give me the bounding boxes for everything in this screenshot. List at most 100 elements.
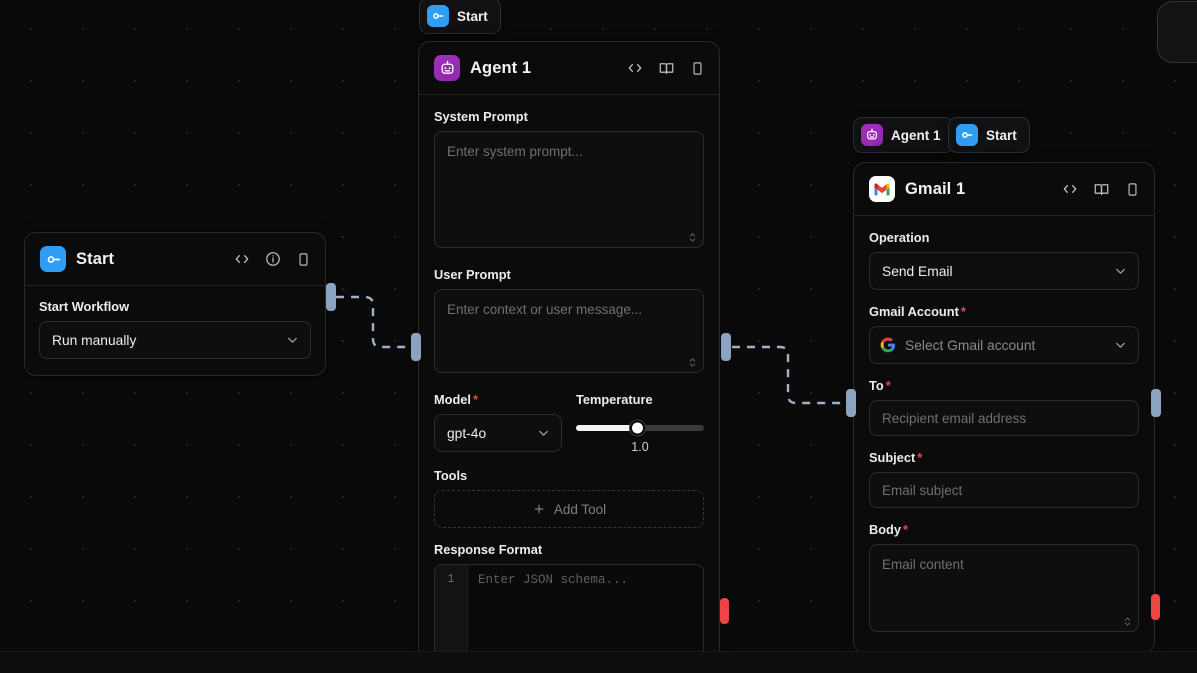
to-label-text: To <box>869 378 884 393</box>
book-icon[interactable] <box>1093 181 1110 198</box>
subject-input[interactable] <box>869 472 1139 508</box>
field-to: To* <box>869 378 1139 436</box>
badge-agent-1[interactable]: Agent 1 <box>853 117 954 153</box>
badge-start-top[interactable]: Start <box>419 0 501 34</box>
temperature-slider[interactable]: 1.0 <box>576 414 704 454</box>
slider-track[interactable] <box>576 420 704 436</box>
node-gmail-title: Gmail 1 <box>905 179 966 198</box>
edge-agent-to-gmail <box>732 345 848 405</box>
node-start[interactable]: Start <box>24 232 326 376</box>
field-model: Model* gpt-4o <box>434 392 562 454</box>
add-tool-button[interactable]: Add Tool <box>434 490 704 528</box>
node-gmail-actions <box>1062 181 1140 198</box>
body-label: Body* <box>869 522 1139 537</box>
node-agent-title: Agent 1 <box>470 58 532 77</box>
gmail-account-label: Gmail Account* <box>869 304 1139 319</box>
required-asterisk: * <box>885 378 891 393</box>
node-gmail[interactable]: Gmail 1 <box>853 162 1155 654</box>
code-brackets-icon[interactable] <box>627 60 643 76</box>
subject-label-text: Subject <box>869 450 916 465</box>
operation-label: Operation <box>869 230 930 245</box>
edge-start-to-agent <box>336 295 411 349</box>
handle-gmail-output[interactable] <box>1151 389 1161 417</box>
code-line-number: 1 <box>435 565 468 660</box>
required-asterisk: * <box>903 522 908 537</box>
badge-start-gmail[interactable]: Start <box>948 117 1030 153</box>
code-placeholder[interactable]: Enter JSON schema... <box>478 573 629 587</box>
canvas-bottom-bar <box>0 651 1197 673</box>
info-circle-icon[interactable] <box>265 251 281 267</box>
field-tools: Tools Add Tool <box>434 468 704 528</box>
plus-icon <box>532 502 546 516</box>
temperature-label: Temperature <box>576 392 653 407</box>
start-key-icon <box>40 246 66 272</box>
response-format-label: Response Format <box>434 542 543 557</box>
field-operation: Operation Send Email <box>869 230 1139 290</box>
start-workflow-value: Run manually <box>52 332 137 348</box>
panel-icon[interactable] <box>1125 182 1140 197</box>
model-label-text: Model <box>434 392 471 407</box>
badge-start-gmail-label: Start <box>986 127 1017 143</box>
gmail-account-select[interactable]: Select Gmail account <box>869 326 1139 364</box>
to-input[interactable] <box>869 400 1139 436</box>
side-panel-peek[interactable] <box>1157 1 1197 63</box>
required-asterisk: * <box>960 304 966 319</box>
node-start-title: Start <box>76 249 115 268</box>
chevron-down-icon <box>1113 264 1128 279</box>
system-prompt-input[interactable] <box>434 131 704 248</box>
start-workflow-select[interactable]: Run manually <box>39 321 311 359</box>
chevron-down-icon <box>536 426 551 441</box>
field-start-workflow: Start Workflow Run manually <box>39 299 311 359</box>
book-icon[interactable] <box>658 60 675 77</box>
body-label-text: Body <box>869 522 901 537</box>
field-user-prompt: User Prompt <box>434 267 704 378</box>
subject-label: Subject* <box>869 450 1139 465</box>
tools-label: Tools <box>434 468 468 483</box>
chevron-down-icon <box>285 333 300 348</box>
panel-icon[interactable] <box>296 252 311 267</box>
node-agent[interactable]: Agent 1 <box>418 41 720 673</box>
node-gmail-header: Gmail 1 <box>854 163 1154 216</box>
start-key-icon <box>956 124 978 146</box>
handle-start-output[interactable] <box>326 283 336 311</box>
user-prompt-input[interactable] <box>434 289 704 373</box>
model-value: gpt-4o <box>447 425 487 441</box>
node-gmail-body: Operation Send Email Gmail Account* <box>854 216 1154 653</box>
add-tool-label: Add Tool <box>553 501 607 517</box>
start-workflow-label: Start Workflow <box>39 299 130 314</box>
operation-value: Send Email <box>882 263 953 279</box>
response-format-editor[interactable]: 1 Enter JSON schema... <box>434 564 704 661</box>
slider-fill <box>576 425 638 431</box>
handle-agent-output[interactable] <box>721 333 731 361</box>
handle-agent-error[interactable] <box>720 598 729 624</box>
robot-icon <box>861 124 883 146</box>
slider-knob[interactable] <box>629 420 645 436</box>
handle-gmail-input[interactable] <box>846 389 856 417</box>
required-asterisk: * <box>917 450 923 465</box>
system-prompt-label: System Prompt <box>434 109 528 124</box>
body-input[interactable] <box>869 544 1139 632</box>
field-body: Body* <box>869 522 1139 637</box>
system-prompt-wrap <box>434 131 704 253</box>
node-start-body: Start Workflow Run manually <box>25 286 325 375</box>
badge-start-top-label: Start <box>457 8 488 24</box>
robot-icon <box>434 55 460 81</box>
model-label: Model* <box>434 392 562 407</box>
badge-agent-1-label: Agent 1 <box>891 127 941 143</box>
field-temperature: Temperature 1.0 <box>576 392 704 454</box>
panel-icon[interactable] <box>690 61 705 76</box>
node-agent-header: Agent 1 <box>419 42 719 95</box>
start-key-icon <box>427 5 449 27</box>
node-agent-body: System Prompt User Prompt <box>419 95 719 673</box>
model-select[interactable]: gpt-4o <box>434 414 562 452</box>
code-brackets-icon[interactable] <box>1062 181 1078 197</box>
operation-select[interactable]: Send Email <box>869 252 1139 290</box>
code-brackets-icon[interactable] <box>234 251 250 267</box>
model-temperature-row: Model* gpt-4o Temperature <box>434 392 704 454</box>
node-start-header: Start <box>25 233 325 286</box>
required-asterisk: * <box>472 392 478 407</box>
handle-agent-input[interactable] <box>411 333 421 361</box>
temperature-value: 1.0 <box>631 440 649 454</box>
handle-gmail-error[interactable] <box>1151 594 1160 620</box>
